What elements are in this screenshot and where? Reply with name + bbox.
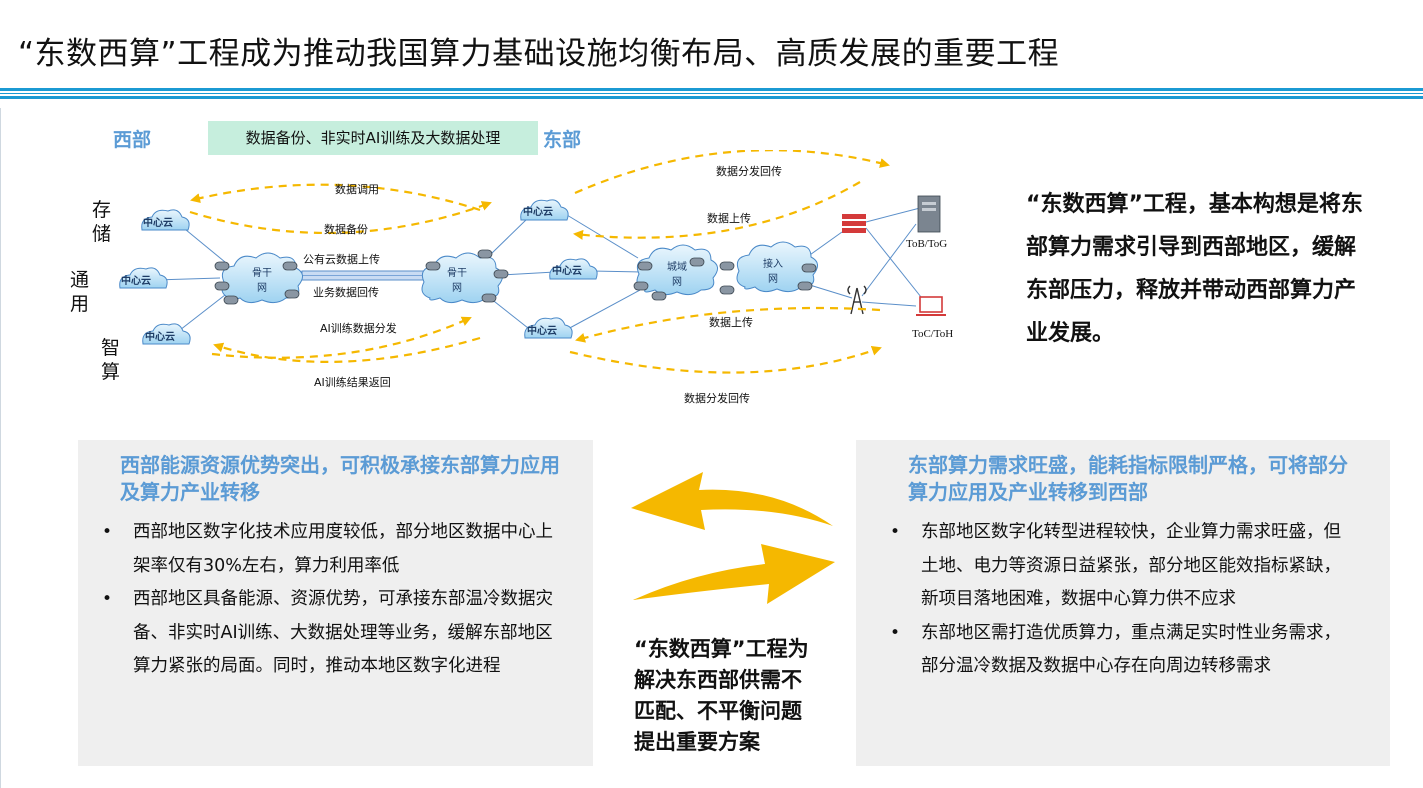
tower-server-icon	[917, 195, 941, 233]
east-panel-heading: 东部算力需求旺盛，能耗指标限制严格，可将部分算力应用及产业转移到西部	[908, 453, 1348, 504]
network-diagram: 数据调用 数据备份 公有云数据上传 业务数据回传 AI训练数据分发 AI训练结果…	[119, 150, 953, 405]
label-upload-top: 数据上传	[707, 211, 751, 225]
center-cloud-icon	[141, 209, 190, 231]
flow-distribute-return-top	[574, 150, 890, 195]
access-label-line: 接入	[763, 257, 783, 270]
west-panel-bullets: 西部地区数字化技术应用度较低，部分地区数据中心上架率仅有30%左右，算力利用率低…	[100, 516, 555, 684]
connection-lines	[154, 207, 926, 331]
center-cloud-icon	[119, 267, 168, 289]
label-ai-result-return: AI训练结果返回	[314, 375, 391, 389]
flow-data-dispatch	[190, 183, 481, 212]
tier-storage-label: 存储	[92, 199, 112, 245]
backbone-west-label-line: 网	[257, 282, 267, 294]
backbone-west-label-line: 骨干	[252, 267, 272, 279]
backbone-west-label: 骨干 网	[252, 267, 275, 294]
toc-label: ToC/ToH	[912, 328, 953, 340]
left-border	[0, 108, 1, 788]
router-icons	[214, 249, 817, 305]
west-bullet: 西部地区具备能源、资源优势，可承接东部温冷数据灾备、非实时AI训练、大数据处理等…	[100, 583, 555, 684]
tob-label: ToB/ToG	[906, 238, 947, 250]
tier-general-label: 通用	[70, 269, 90, 315]
east-bullet: 东部地区数字化转型进程较快，企业算力需求旺盛，但土地、电力等资源日益紧张，部分地…	[888, 516, 1346, 617]
flow-upload-top	[573, 181, 861, 240]
metro-label-line: 城域	[667, 260, 687, 273]
metro-label: 城域 网	[667, 260, 690, 288]
backbone-east-label-line: 骨干	[447, 267, 467, 279]
center-cloud-label: 中心云	[523, 205, 553, 218]
backbone-east-label-line: 网	[452, 282, 462, 294]
label-data-dispatch: 数据调用	[335, 182, 379, 196]
metro-label-line: 网	[672, 276, 682, 288]
arrow-left-icon	[631, 472, 833, 530]
tier-ai-label: 智算	[101, 337, 121, 383]
center-cloud-icon	[520, 199, 569, 221]
label-ai-distribute: AI训练数据分发	[320, 321, 397, 335]
flow-distribute-return-bottom	[569, 346, 882, 374]
workload-banner: 数据备份、非实时AI训练及大数据处理	[208, 121, 538, 155]
center-cloud-icon	[524, 317, 573, 339]
backbone-east-label: 骨干 网	[447, 267, 470, 294]
east-panel-bullets: 东部地区数字化转型进程较快，企业算力需求旺盛，但土地、电力等资源日益紧张，部分地…	[888, 516, 1346, 684]
east-label: 东部	[543, 129, 582, 151]
label-upload-bottom: 数据上传	[709, 315, 753, 329]
flow-ai-result-return	[213, 336, 481, 363]
laptop-icon	[916, 296, 946, 316]
west-panel-heading: 西部能源资源优势突出，可积极承接东部算力应用及算力产业转移	[120, 453, 560, 504]
access-cloud	[736, 241, 818, 293]
label-distribute-return-top: 数据分发回传	[716, 164, 782, 178]
access-label: 接入 网	[763, 257, 786, 285]
center-cloud-label: 中心云	[121, 274, 151, 287]
page-title: “东数西算”工程成为推动我国算力基础设施均衡布局、高质发展的重要工程	[18, 36, 1060, 72]
arrow-right-icon	[633, 544, 835, 604]
center-cloud-icon	[549, 258, 598, 280]
center-cloud-label: 中心云	[145, 330, 175, 343]
center-cloud-label: 中心云	[552, 264, 582, 277]
title-rule-bottom	[0, 96, 1423, 99]
summary-text: “东数西算”工程，基本构想是将东部算力需求引导到西部地区，缓解东部压力，释放并带…	[1026, 192, 1363, 346]
title-rule-mid	[0, 93, 1423, 94]
exchange-arrows	[631, 472, 835, 604]
west-label: 西部	[113, 129, 152, 151]
label-business-return: 业务数据回传	[313, 285, 379, 299]
metro-cloud	[636, 244, 718, 296]
west-panel: 西部能源资源优势突出，可积极承接东部算力应用及算力产业转移 西部地区数字化技术应…	[78, 440, 593, 766]
label-data-backup: 数据备份	[324, 222, 368, 236]
flow-upload-bottom	[575, 306, 881, 343]
center-cloud-label: 中心云	[143, 216, 173, 229]
center-cloud-label: 中心云	[527, 324, 557, 337]
title-rule-top	[0, 88, 1423, 91]
east-bullet: 东部地区需打造优质算力，重点满足实时性业务需求，部分温冷数据及数据中心存在向周边…	[888, 617, 1346, 684]
west-bullet: 西部地区数字化技术应用度较低，部分地区数据中心上架率仅有30%左右，算力利用率低	[100, 516, 555, 583]
label-public-cloud-upload: 公有云数据上传	[303, 252, 380, 266]
center-cloud-icon	[142, 323, 191, 345]
access-label-line: 网	[768, 273, 778, 285]
center-text: “东数西算”工程为解决东西部供需不匹配、不平衡问题提出重要方案	[634, 637, 809, 754]
label-distribute-return-bottom: 数据分发回传	[684, 391, 750, 405]
flow-ai-distribute	[211, 316, 472, 359]
server-rack-icon	[842, 214, 866, 233]
east-panel: 东部算力需求旺盛，能耗指标限制严格，可将部分算力应用及产业转移到西部 东部地区数…	[856, 440, 1390, 766]
